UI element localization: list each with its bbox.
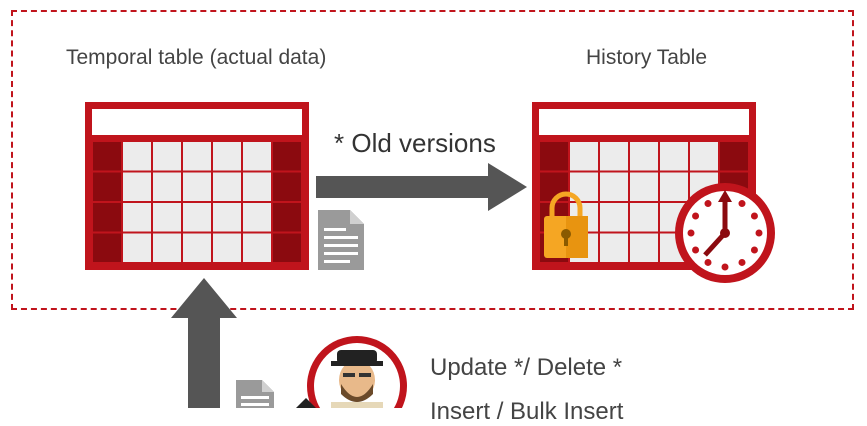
table-cell [243,142,271,171]
temporal-table-grid-icon [85,102,309,270]
clock-tick [687,229,695,237]
clock-tick [704,200,712,208]
table-cell [183,142,211,171]
diagram-canvas [85,102,775,408]
table-cell [243,233,271,262]
table-cell [273,233,301,262]
clock-tick [692,212,700,220]
user-avatar-icon [296,336,407,408]
document-icon-bottom [236,380,274,408]
clock-tick [704,258,712,266]
table-cell [153,172,181,201]
table-cell [600,233,628,262]
lock-icon [544,191,588,258]
temporal-table-label: Temporal table (actual data) [66,46,327,69]
table-cell [660,142,688,171]
table-cell [123,172,151,201]
history-table-label: History Table [586,46,707,69]
clock-icon [675,183,775,283]
table-cell [570,142,598,171]
table-cell [243,172,271,201]
clock-tick [750,246,758,254]
table-cell [630,203,658,232]
table-cell [123,233,151,262]
clock-tick [750,212,758,220]
document-icon [318,210,364,270]
table-cell [630,233,658,262]
clock-tick [738,258,746,266]
clock-tick [692,246,700,254]
table-cell [600,172,628,201]
table-cell [273,142,301,171]
table-cell [600,203,628,232]
table-cell [243,203,271,232]
table-cell [630,142,658,171]
table-cell [630,172,658,201]
table-cell [690,142,718,171]
table-cell [213,233,241,262]
table-cell [183,172,211,201]
table-cell [540,142,568,171]
table-cell [213,142,241,171]
table-header-bar [539,109,749,135]
table-cell [183,233,211,262]
clock-tick [755,229,763,237]
table-cell [123,203,151,232]
arrow-up-icon [171,278,237,408]
table-cell [153,203,181,232]
operations-label-line1: Update */ Delete * [430,354,623,381]
arrow-right-icon [316,163,527,211]
table-cell [273,172,301,201]
table-cell [183,203,211,232]
table-cell [123,142,151,171]
table-cell [93,233,121,262]
table-cell [153,142,181,171]
clock-tick [738,200,746,208]
table-header-bar [92,109,302,135]
table-cell [93,203,121,232]
table-cell [600,142,628,171]
table-cell [213,172,241,201]
table-cell [273,203,301,232]
temporal-scope-boundary [11,10,854,310]
table-cell [660,172,688,201]
table-cell [153,233,181,262]
table-cell [213,203,241,232]
table-cell [93,172,121,201]
clock-tick [721,263,729,271]
old-versions-label: * Old versions [334,128,496,158]
table-cell [720,142,748,171]
table-cell [93,142,121,171]
